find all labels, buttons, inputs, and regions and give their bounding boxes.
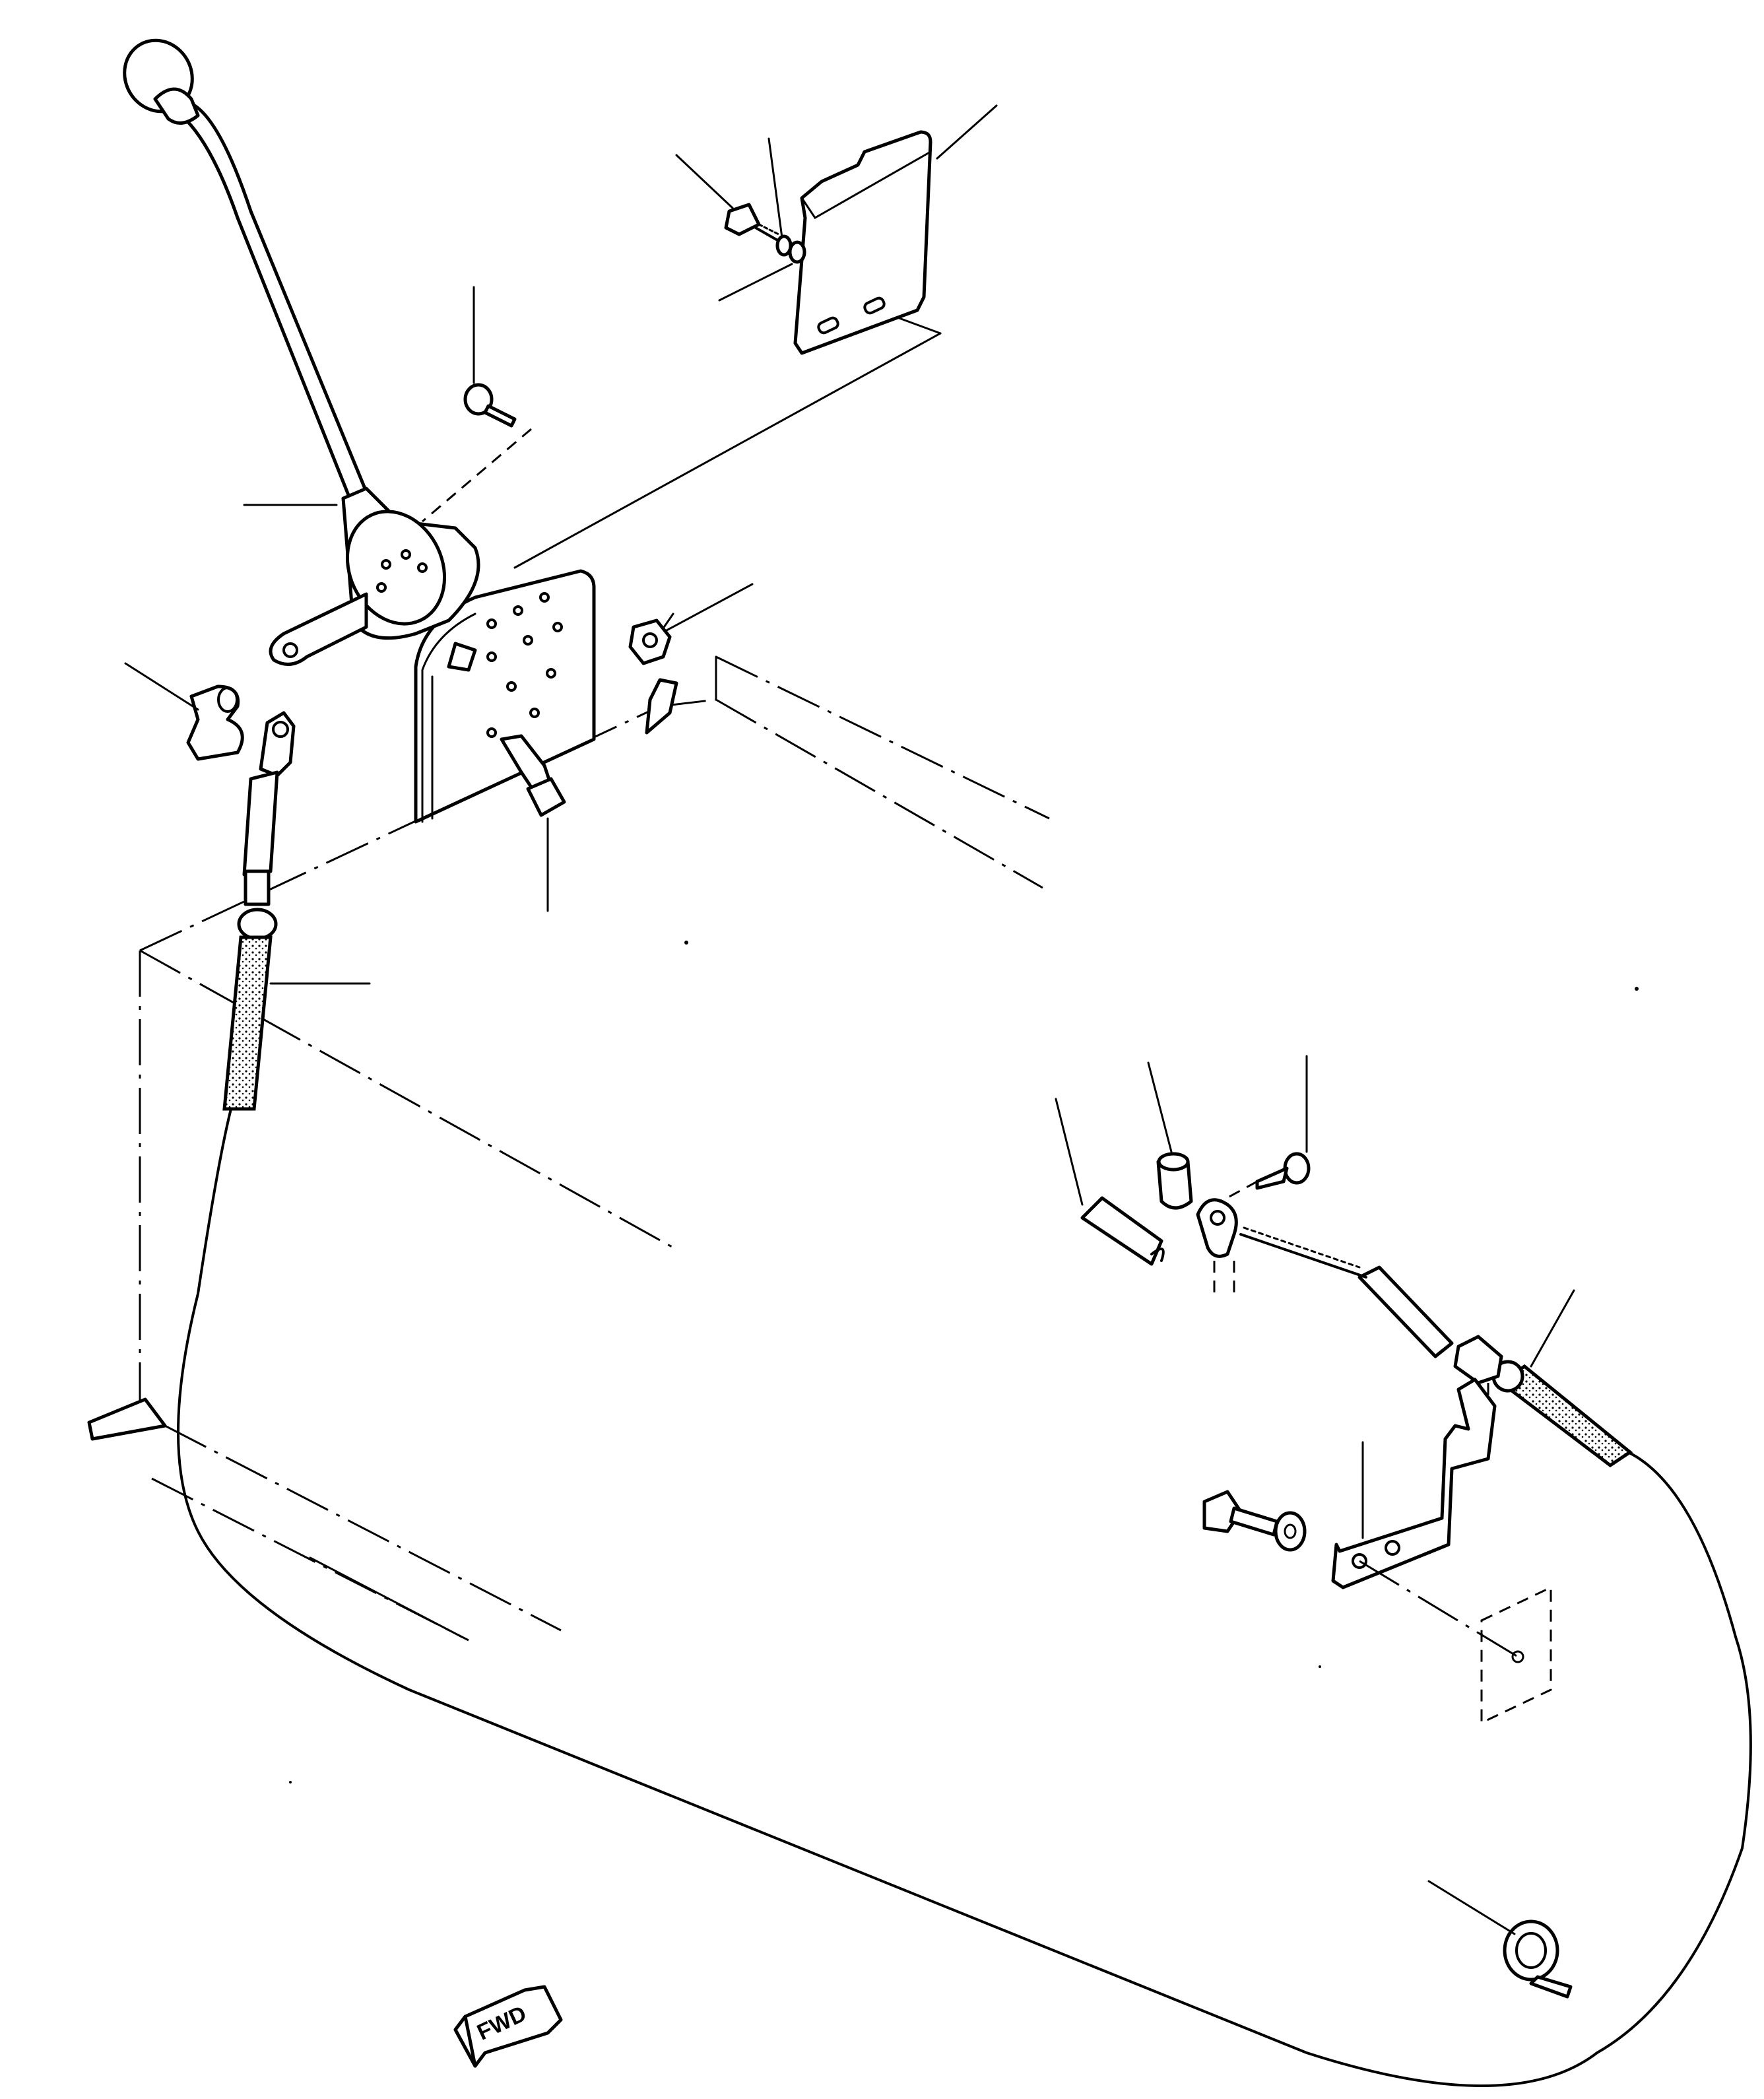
bolt-upper-bracket (724, 203, 780, 242)
bracket-lower (1331, 1378, 1552, 1725)
bolt-mount (447, 642, 566, 817)
control-lever[interactable] (112, 28, 480, 666)
pin (1156, 1152, 1193, 1210)
lever-knob[interactable] (112, 28, 205, 125)
clip-left (186, 684, 244, 761)
cable-assembly (177, 711, 1752, 2087)
nut-mount (628, 618, 672, 665)
screw-lever-mount (463, 383, 517, 428)
spring (1080, 1196, 1165, 1266)
cable-clamp (1503, 1919, 1573, 1999)
washer-upper-bracket (775, 234, 806, 264)
bolt-lower-bracket (1202, 1490, 1307, 1552)
clevis-pin (1220, 1152, 1311, 1203)
floor-plate (87, 1397, 167, 1441)
leader-lines (124, 104, 1575, 1935)
reference-lines (139, 309, 1050, 1642)
bracket-upper (793, 130, 932, 355)
mount-plate (414, 569, 678, 824)
direction-arrow: FWD (453, 1985, 563, 2068)
